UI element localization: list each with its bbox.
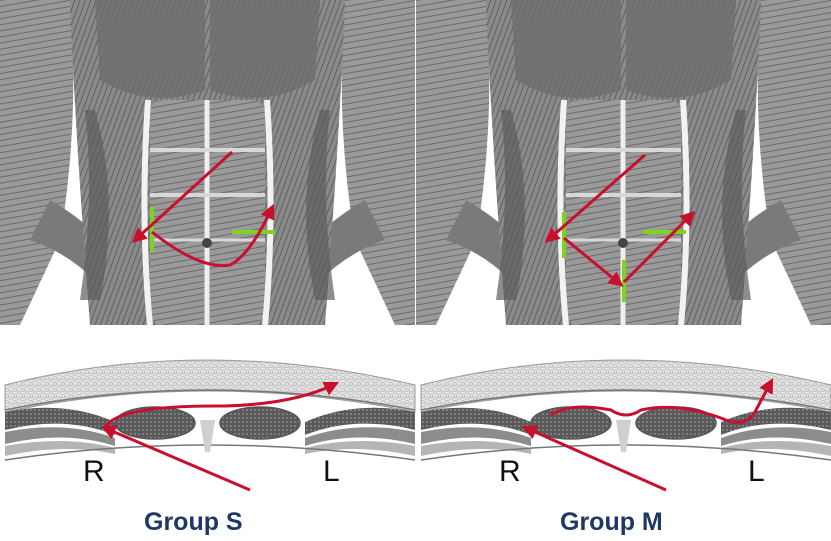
left-side-label: L: [748, 455, 765, 489]
cross-section-s: [5, 360, 415, 490]
panel-group-m: [416, 0, 831, 490]
left-side-label: L: [323, 455, 340, 489]
right-side-label: R: [499, 455, 521, 489]
cross-section-m: [421, 360, 831, 490]
cross-arrow-1-s: [105, 428, 250, 490]
right-side-label: R: [83, 455, 105, 489]
cross-arrow-1-m: [526, 428, 666, 490]
panel-group-s: [0, 0, 415, 490]
caption-group-m: Group M: [560, 508, 663, 537]
torso-illustration-s: [0, 0, 415, 325]
caption-group-s: Group S: [144, 508, 243, 537]
